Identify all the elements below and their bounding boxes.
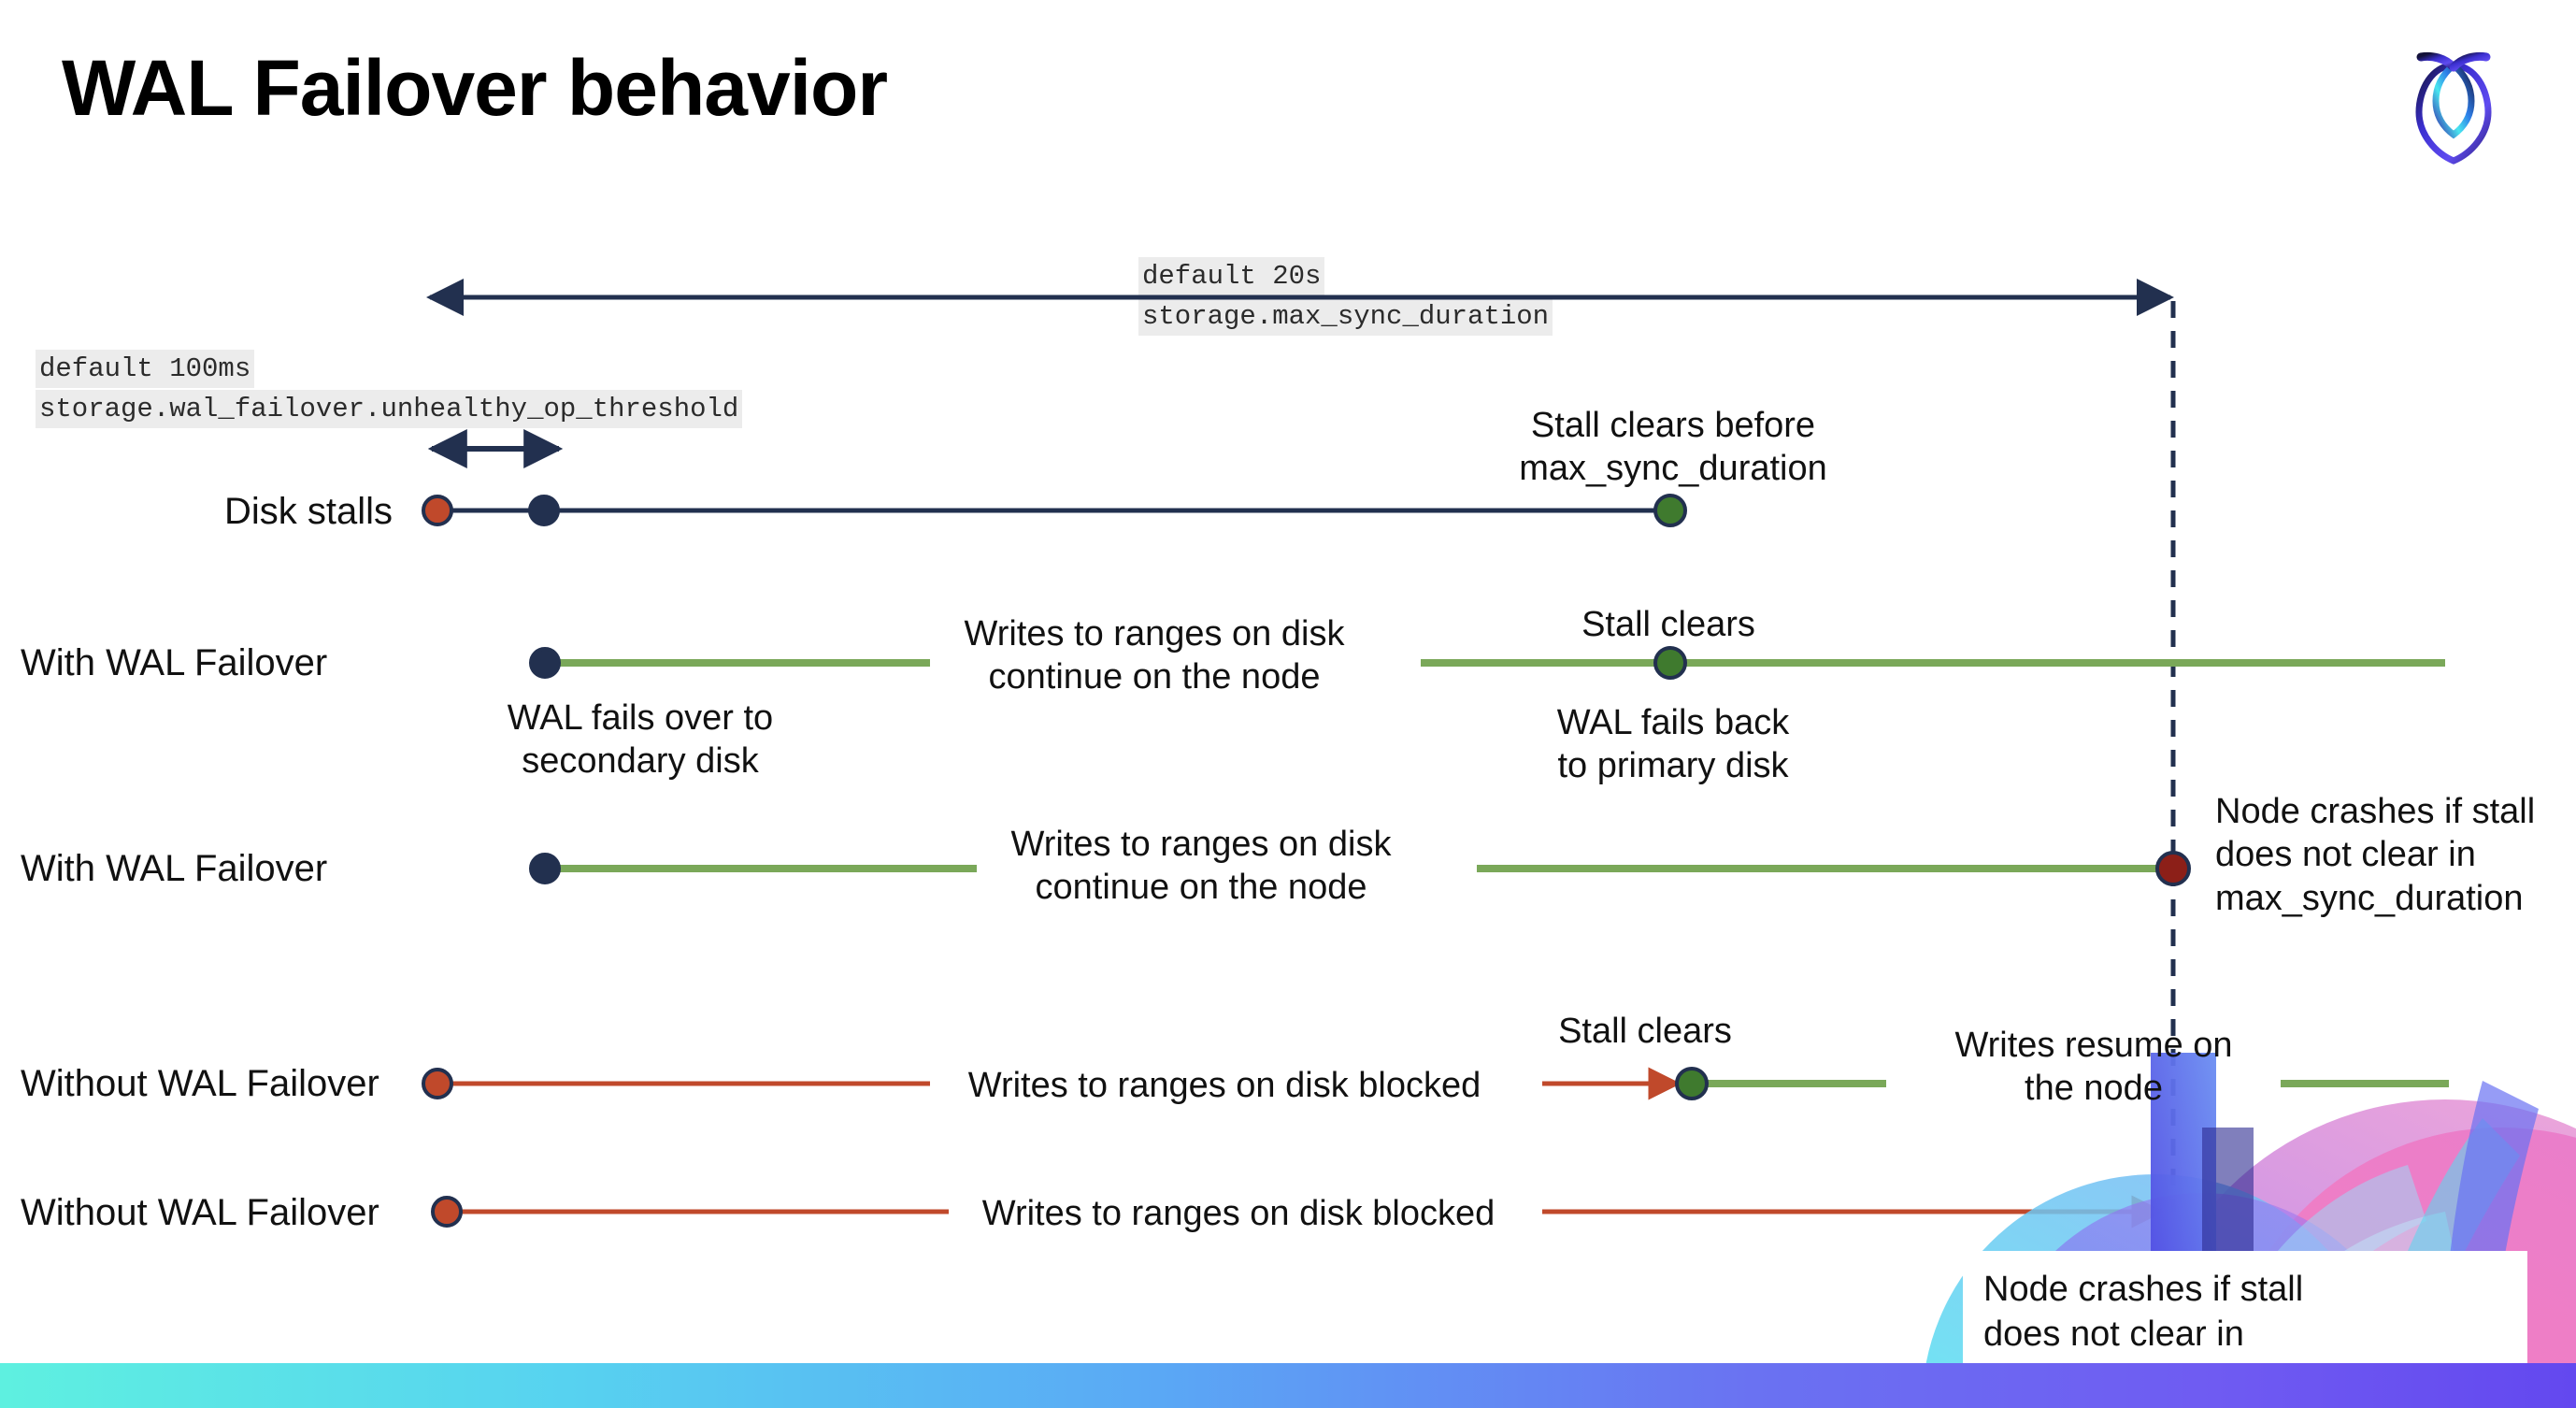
- row-label-without-wal-failover-1: Without WAL Failover: [21, 1063, 379, 1104]
- row-label-with-wal-failover-1: With WAL Failover: [21, 642, 328, 683]
- note-stall-clears-3: Stall clears: [1558, 1012, 1732, 1051]
- note-writes-continue-1: Writes to ranges on disk continue on the…: [964, 614, 1345, 697]
- note-stall-clears-before: Stall clears before max_sync_duration: [1519, 406, 1827, 489]
- row-label-disk-stalls: Disk stalls: [223, 491, 393, 532]
- note-wal-fails-back: WAL fails back to primary disk: [1556, 703, 1790, 786]
- note-writes-blocked-2: Writes to ranges on disk blocked: [981, 1194, 1496, 1233]
- note-node-crashes-1: Node crashes if stall does not clear in …: [2215, 792, 2536, 918]
- row-label-without-wal-failover-2: Without WAL Failover: [21, 1192, 379, 1233]
- unhealthy-default-label: default 100ms: [36, 350, 255, 389]
- note-writes-continue-2: Writes to ranges on disk continue on the…: [1010, 825, 1392, 908]
- unhealthy-setting-label: storage.wal_failover.unhealthy_op_thresh…: [36, 390, 743, 429]
- row-with-wal-failover-clears: [529, 646, 2445, 680]
- cockroachdb-logo-icon: [2393, 26, 2514, 166]
- bottom-gradient-bar: [0, 1363, 2576, 1408]
- note-wal-fails-over: WAL fails over to secondary disk: [507, 698, 774, 782]
- page-title: WAL Failover behavior: [62, 44, 888, 132]
- max-sync-default-label: default 20s: [1138, 257, 1325, 296]
- row-disk-stalls: [422, 494, 1687, 527]
- note-writes-resume: Writes resume on the node: [1954, 1026, 2233, 1109]
- note-writes-blocked-1: Writes to ranges on disk blocked: [967, 1066, 1481, 1105]
- max-sync-setting-label: storage.max_sync_duration: [1138, 297, 1553, 337]
- row-label-with-wal-failover-2: With WAL Failover: [21, 848, 328, 889]
- note-stall-clears-2: Stall clears: [1581, 605, 1755, 644]
